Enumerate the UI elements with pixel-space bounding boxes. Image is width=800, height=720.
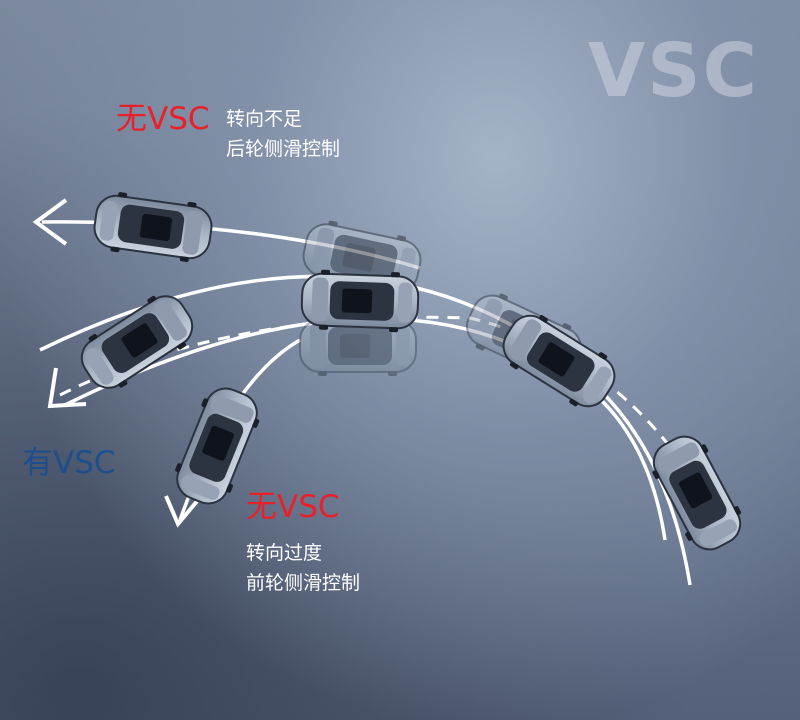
with-vsc-tag: 有VSC [22, 445, 116, 481]
understeer-no-vsc-tag: 无VSC [116, 101, 210, 137]
with-vsc-arrow-icon [47, 367, 87, 409]
vsc-title: VSC [588, 28, 759, 114]
car-understeer-icon [90, 188, 216, 266]
car-with-vsc-icon [71, 284, 203, 400]
oversteer-arrow-icon [164, 495, 200, 528]
oversteer-description: 转向过度 前轮侧滑控制 [246, 538, 360, 598]
understeer-line-1: 转向不足 [226, 108, 303, 130]
oversteer-no-vsc-tag: 无VSC [246, 489, 340, 525]
understeer-line-2: 后轮侧滑控制 [226, 138, 341, 160]
oversteer-line-1: 转向过度 [246, 542, 323, 564]
understeer-arrow-icon [32, 198, 68, 246]
car-center-icon [299, 267, 421, 335]
oversteer-line-2: 前轮侧滑控制 [246, 572, 361, 594]
car-entry-icon [642, 426, 752, 560]
understeer-description: 转向不足 后轮侧滑控制 [226, 104, 340, 164]
